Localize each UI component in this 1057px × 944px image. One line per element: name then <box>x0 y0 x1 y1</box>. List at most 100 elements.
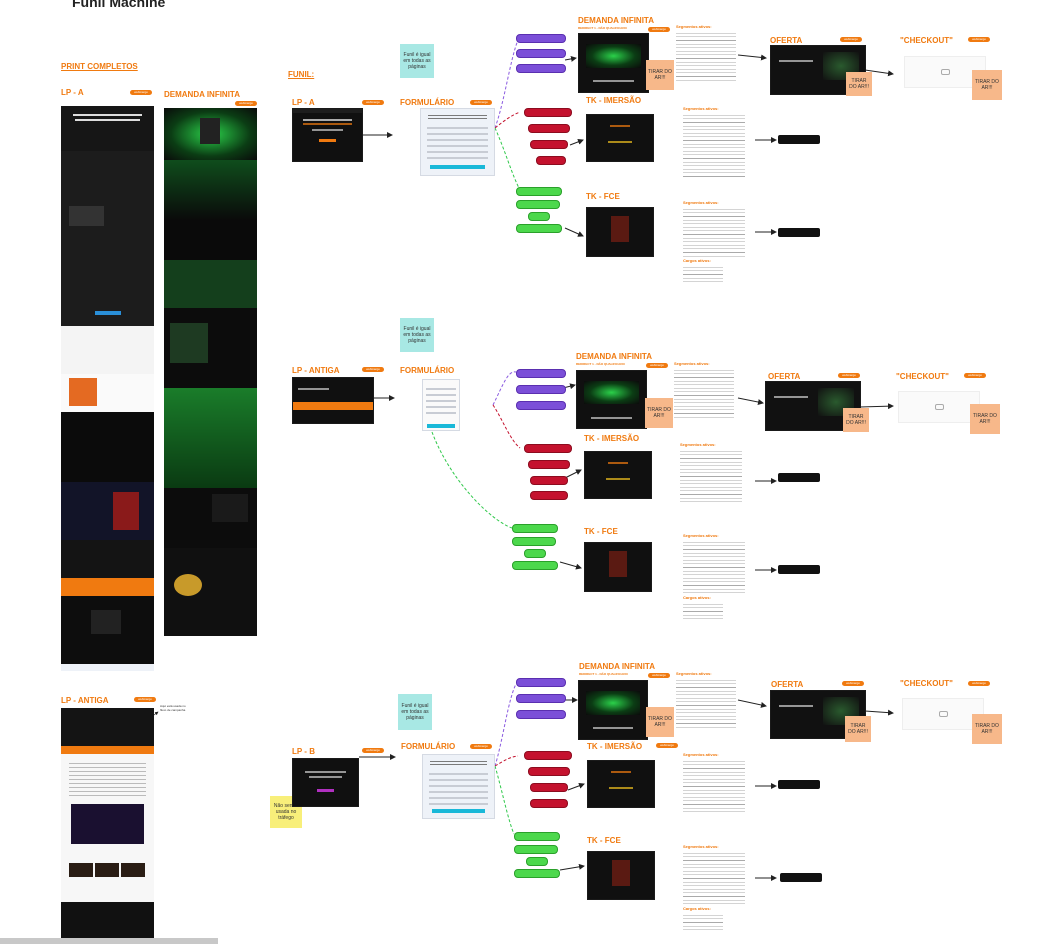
red-pill <box>524 108 572 117</box>
red-pill <box>530 476 568 485</box>
row3-lp-title: LP - B <box>292 747 315 756</box>
row3-imersao-segmentos: Segmentos ativos: <box>683 752 753 814</box>
row2-fce-screenshot <box>584 542 652 592</box>
green-pill <box>516 224 562 233</box>
row1-form-title: FORMULÁRIO <box>400 98 455 107</box>
black-label-box <box>778 565 820 574</box>
green-pill <box>528 212 550 221</box>
segmentos-heading: Segmentos ativos: <box>676 671 712 676</box>
funil-sticky-note: Funil é igual em todas as páginas <box>398 694 432 730</box>
segmentos-heading: Segmentos ativos: <box>683 533 719 538</box>
row3-checkout-title: "CHECKOUT" <box>900 679 953 688</box>
tag-badge: webinargo <box>470 100 492 105</box>
row3-demanda-screenshot <box>578 680 648 740</box>
purple-pill <box>516 401 566 410</box>
purple-pill <box>516 34 566 43</box>
cargos-heading: Cargos ativos: <box>683 906 711 911</box>
green-pill <box>512 537 556 546</box>
comment-note: Aqui está usada no fluxo de campanha <box>160 704 186 712</box>
tag-badge: webinargo <box>964 373 986 378</box>
row3-oferta-title: OFERTA <box>771 680 804 689</box>
tag-badge: webinargo <box>648 27 670 32</box>
row1-fce-segmentos: Segmentos ativos: Cargos ativos: <box>683 200 753 282</box>
row3-fce-segmentos: Segmentos ativos: Cargos ativos: <box>683 844 753 930</box>
black-label-box <box>778 780 820 789</box>
demanda-infinita-heading: DEMANDA INFINITA <box>164 90 240 99</box>
green-pill <box>524 549 546 558</box>
row3-form-title: FORMULÁRIO <box>401 742 456 751</box>
red-pill <box>528 767 570 776</box>
row3-fce-screenshot <box>587 851 655 900</box>
tirar-do-ar-note: TIRAR DO AR!!! <box>843 408 869 432</box>
row1-fce-screenshot <box>586 207 654 257</box>
funil-sticky-note: Funil é igual em todas as páginas <box>400 318 434 352</box>
red-pill <box>536 156 566 165</box>
row1-fce-title: TK - FCE <box>586 192 620 201</box>
segmentos-heading: Segmentos ativos: <box>683 200 719 205</box>
row1-lp-screenshot <box>292 108 363 162</box>
row2-demanda-screenshot <box>576 370 647 429</box>
row3-form-screenshot <box>422 754 495 819</box>
segmentos-heading: Segmentos ativos: <box>676 24 712 29</box>
tirar-do-ar-note: TIRAR DO AR!!! <box>845 716 871 742</box>
row2-lp-title: LP - ANTIGA <box>292 366 340 375</box>
row1-oferta-title: OFERTA <box>770 36 803 45</box>
segmentos-heading: Segmentos ativos: <box>680 442 716 447</box>
purple-pill <box>516 385 566 394</box>
red-pill <box>530 491 568 500</box>
tag-badge: webinargo <box>840 37 862 42</box>
funil-sticky-note: Funil é igual em todas as páginas <box>400 44 434 78</box>
row2-imersao-screenshot <box>584 451 652 499</box>
row3-fce-title: TK - FCE <box>587 836 621 845</box>
tag-badge: webinargo <box>968 37 990 42</box>
purple-pill <box>516 710 566 719</box>
nao-usada-sticky-note: Não sendo usada no tráfego <box>270 796 302 828</box>
row3-segmentos-list: Segmentos ativos: <box>676 671 746 729</box>
row3-imersao-screenshot <box>587 760 655 808</box>
print-completos-heading: PRINT COMPLETOS <box>61 62 138 71</box>
red-pill <box>530 799 568 808</box>
segmentos-heading: Segmentos ativos: <box>683 844 719 849</box>
tag-badge: webinargo <box>646 363 668 368</box>
cargos-heading: Cargos ativos: <box>683 258 711 263</box>
green-pill <box>516 200 560 209</box>
tirar-do-ar-note: TIRAR DO AR!!! <box>972 70 1002 100</box>
black-label-box <box>780 873 822 882</box>
tirar-do-ar-note: TIRAR DO AR!!! <box>970 404 1000 434</box>
tag-badge: webinargo <box>134 697 156 702</box>
tag-badge: webinargo <box>130 90 152 95</box>
purple-pill <box>516 369 566 378</box>
green-pill <box>512 561 558 570</box>
purple-pill <box>516 694 566 703</box>
row2-demanda-title: DEMANDA INFINITA <box>576 352 652 361</box>
tag-badge: webinargo <box>656 743 678 748</box>
row3-demanda-title: DEMANDA INFINITA <box>579 662 655 671</box>
page-title: Funil Machine <box>72 0 166 10</box>
tirar-do-ar-note: TIRAR DO AR!!! <box>972 714 1002 744</box>
row2-fce-segmentos: Segmentos ativos: Cargos ativos: <box>683 533 753 619</box>
black-label-box <box>778 135 820 144</box>
row3-checkout-screenshot <box>902 698 984 730</box>
funil-heading: FUNIL: <box>288 70 315 79</box>
tag-badge: webinargo <box>648 673 670 678</box>
tirar-do-ar-note: TIRAR DO AR!!! <box>646 707 674 737</box>
purple-pill <box>516 49 566 58</box>
tag-badge: webinargo <box>842 681 864 686</box>
tirar-do-ar-note: TIRAR DO AR!!! <box>846 72 872 96</box>
red-pill <box>528 460 570 469</box>
horizontal-scrollbar[interactable] <box>0 938 218 944</box>
tirar-do-ar-note: TIRAR DO AR!!! <box>646 60 674 90</box>
row3-lp-screenshot <box>292 758 359 807</box>
row2-form-screenshot <box>422 379 460 431</box>
row1-lp-title: LP - A <box>292 98 315 107</box>
black-label-box <box>778 473 820 482</box>
row1-imersao-segmentos: Segmentos ativos: <box>683 106 753 180</box>
redirect-label: REDIRECT 1 - NÃO QUALIFICADO <box>579 672 628 676</box>
red-pill <box>524 751 572 760</box>
row2-form-title: FORMULÁRIO <box>400 366 455 375</box>
redirect-label: REDIRECT 1 - NÃO QUALIFICADO <box>578 26 627 30</box>
row2-oferta-title: OFERTA <box>768 372 801 381</box>
tag-badge: webinargo <box>362 367 384 372</box>
row1-imersao-screenshot <box>586 114 654 162</box>
